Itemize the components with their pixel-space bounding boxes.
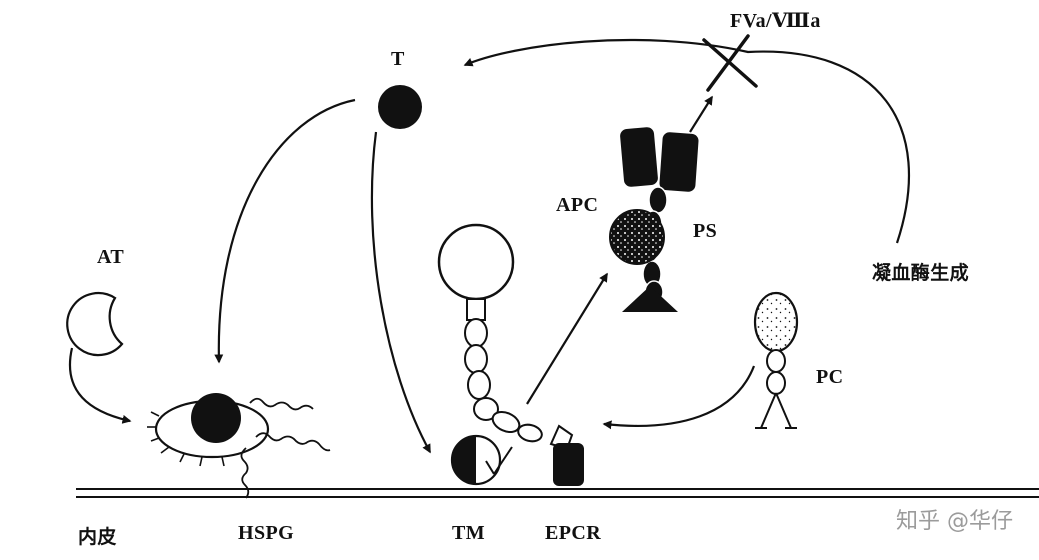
epcr-body-rect [553, 443, 584, 486]
watermark-text: 知乎 @华仔 [896, 509, 1013, 534]
hspg-complex [147, 393, 331, 499]
ps-base-triangle [622, 286, 678, 312]
label-protein-c: PC [816, 366, 844, 388]
hspg-glycan-chains [240, 397, 331, 499]
label-antithrombin: AT [97, 246, 125, 268]
label-thrombin: T [391, 48, 405, 70]
label-thrombin-generation: 凝血酶生成 [872, 262, 970, 284]
tm-base-half-fill [452, 436, 476, 484]
tm-head-circle [437, 223, 515, 301]
arrow-at-to-hspg [69, 347, 132, 424]
tm-structure [437, 223, 543, 486]
apc-ps-complex [609, 127, 699, 312]
antithrombin-crescent-icon [66, 291, 124, 357]
label-tm: TM [452, 522, 486, 544]
ps-domain-rect-1 [620, 127, 658, 187]
label-endothelium: 内皮 [78, 526, 117, 548]
tm-neck-rect [466, 298, 486, 321]
arrow-pc-to-epcr [602, 365, 756, 430]
ps-domain-rect-2 [659, 132, 699, 192]
membrane-line [76, 488, 1039, 498]
pc-structure [753, 291, 799, 429]
apc-speckled-circle [609, 209, 665, 265]
pc-head-oval [753, 291, 799, 353]
label-hspg: HSPG [238, 522, 295, 544]
fva-inactivation-cross-icon [702, 34, 758, 92]
hspg-eyelashes [147, 411, 225, 467]
thrombin-circle [378, 85, 422, 129]
pc-base-legs [755, 392, 797, 429]
arrow-thrombin-to-tm [370, 131, 431, 454]
label-protein-s: PS [693, 220, 718, 242]
label-apc: APC [556, 194, 599, 216]
arrow-fva-to-thrombin [463, 38, 911, 244]
tm-base-flag [485, 446, 513, 475]
epcr-structure [549, 424, 584, 486]
tm-link-oval-2 [517, 423, 543, 443]
label-fva-viiia: FVa/Ⅷa [730, 10, 821, 32]
arrow-thrombin-to-hspg [214, 98, 356, 364]
arrow-tm-to-apc [526, 272, 608, 405]
thrombin-bound-circle [191, 393, 241, 443]
pathway-arrows [69, 38, 911, 454]
arrow-apc-to-fva [689, 95, 713, 133]
label-epcr: EPCR [545, 522, 602, 544]
